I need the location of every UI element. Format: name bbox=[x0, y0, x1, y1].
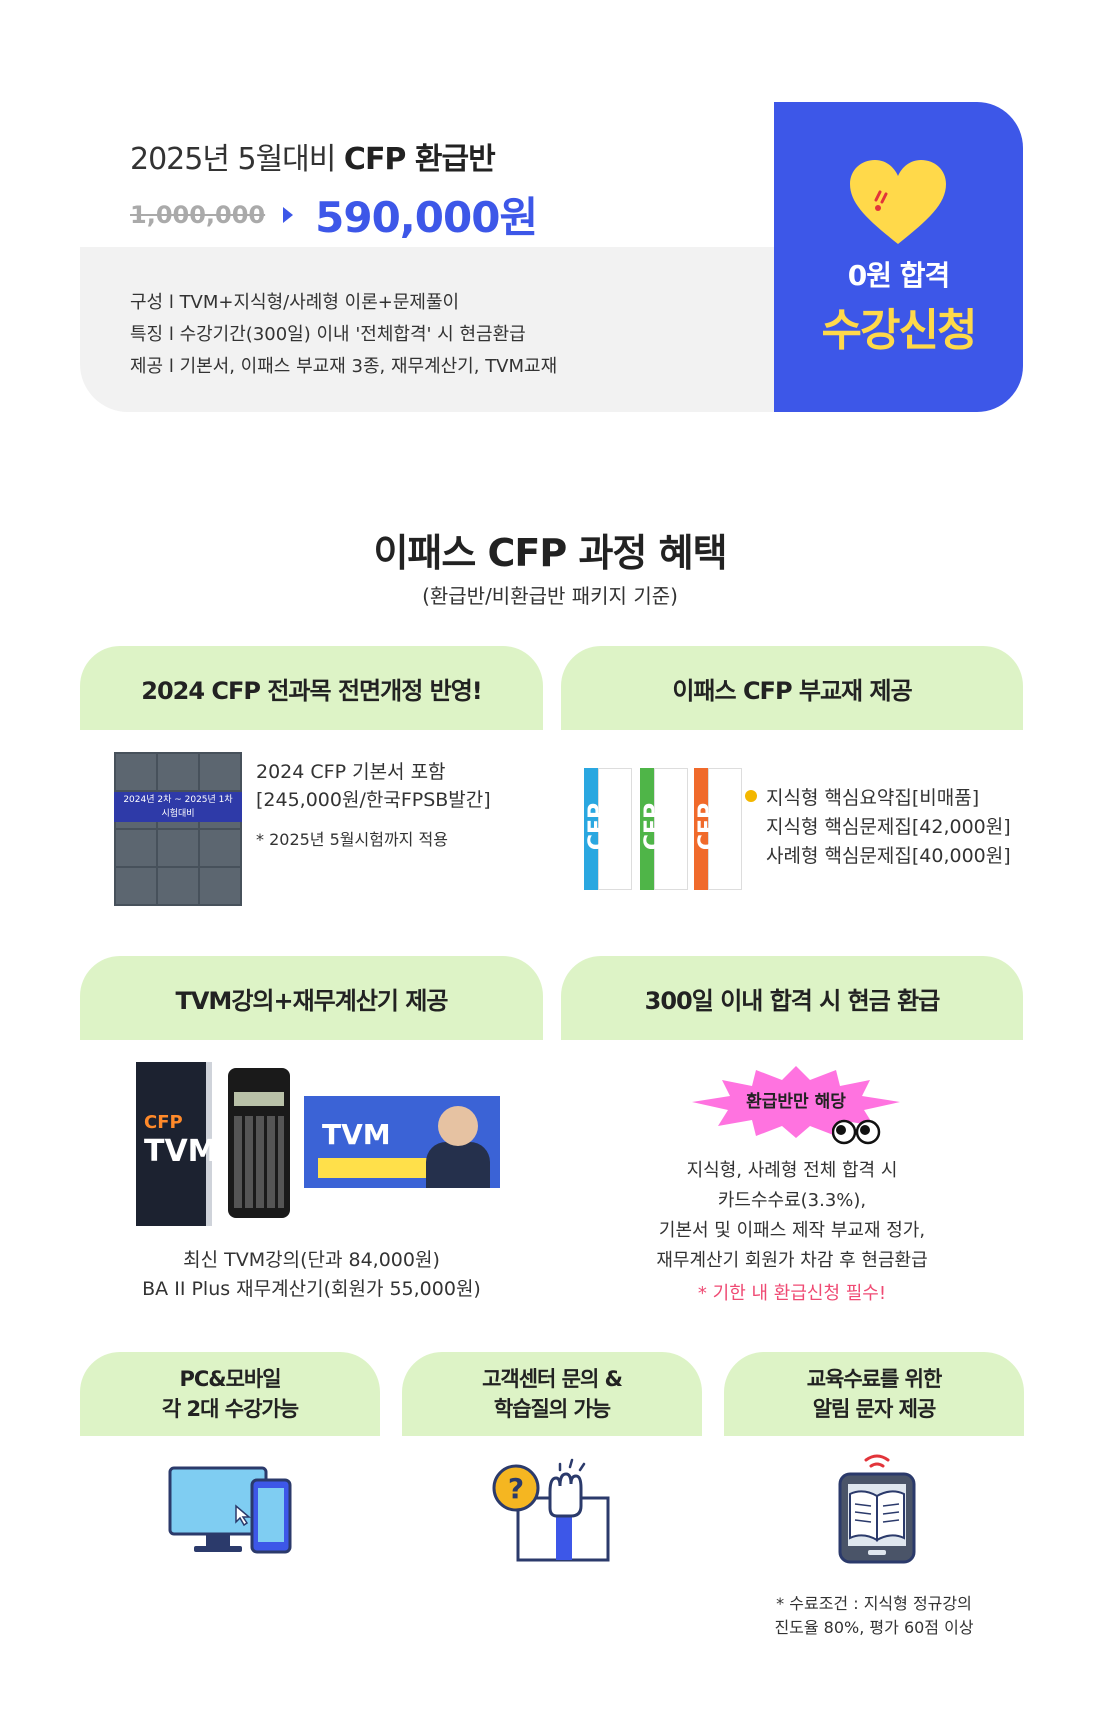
subbook-item: 사례형 핵심문제집[40,000원] bbox=[766, 845, 1011, 867]
benefit-tab-label: 2024 CFP 전과목 전면개정 반영! bbox=[141, 676, 482, 705]
benefit-4-line: 카드수수료(3.3%), bbox=[717, 1190, 867, 1211]
cta-line-2: 수강신청 bbox=[821, 305, 978, 356]
benefit-1-note: * 2025년 5월시험까지 적용 bbox=[256, 830, 448, 849]
bullet-dot-icon bbox=[745, 790, 757, 802]
detail-composition: 구성 l TVM+지식형/사례형 이론+문제풀이 bbox=[130, 292, 460, 313]
product-title: 2025년 5월대비 CFP 환급반 bbox=[130, 134, 496, 178]
benefit-4-text: 지식형, 사례형 전체 합격 시 카드수수료(3.3%), 기본서 및 이패스 … bbox=[561, 1156, 1023, 1276]
ebook-icon bbox=[838, 1454, 916, 1564]
product-title-bold: CFP 환급반 bbox=[343, 142, 496, 177]
benefit-tab-label: 교육수료를 위한 bbox=[806, 1367, 943, 1391]
monitor-mobile-icon bbox=[168, 1466, 292, 1554]
arrow-right-icon bbox=[283, 206, 294, 223]
completion-note-line1: * 수료조건 : 지식형 정규강의 bbox=[776, 1594, 972, 1613]
benefit-3-text: 최신 TVM강의(단과 84,000원) BA II Plus 재무계산기(회원… bbox=[80, 1246, 543, 1304]
textbook-band-line1: 2024년 2차 ~ 2025년 1차 bbox=[123, 795, 233, 805]
textbook-band: 2024년 2차 ~ 2025년 1차 시험대비 bbox=[114, 792, 242, 822]
completion-note: * 수료조건 : 지식형 정규강의 진도율 80%, 평가 60점 이상 bbox=[724, 1592, 1024, 1640]
eyes-icon bbox=[832, 1119, 881, 1145]
benefit-tab-label: 각 2대 수강가능 bbox=[161, 1397, 299, 1421]
detail-provided: 제공 l 기본서, 이패스 부교재 3종, 재무계산기, TVM교재 bbox=[130, 356, 558, 377]
burst-label: 환급반만 해당 bbox=[746, 1092, 846, 1112]
benefit-tab-notification: 교육수료를 위한 알림 문자 제공 bbox=[724, 1352, 1024, 1436]
benefit-tab-devices: PC&모바일 각 2대 수강가능 bbox=[80, 1352, 380, 1436]
question-hand-icon: ? bbox=[492, 1458, 610, 1562]
refund-note: * 기한 내 환급신청 필수! bbox=[697, 1283, 887, 1304]
cta-line-1: 0원 합격 bbox=[847, 259, 951, 292]
benefit-tab-label: 고객센터 문의 & bbox=[482, 1367, 623, 1391]
benefit-tab-label: 알림 문자 제공 bbox=[812, 1397, 937, 1421]
product-details-list: 구성 l TVM+지식형/사례형 이론+문제풀이 특징 l 수강기간(300일)… bbox=[130, 287, 557, 383]
calculator-image bbox=[228, 1068, 290, 1218]
product-card: 2025년 5월대비 CFP 환급반 1,000,000 590,000원 구성… bbox=[80, 102, 1023, 412]
textbook-image bbox=[114, 752, 242, 906]
heart-icon bbox=[850, 160, 946, 244]
detail-feature: 특징 l 수강기간(300일) 이내 '전체합격' 시 현금환급 bbox=[130, 324, 526, 345]
benefit-1-line1: 2024 CFP 기본서 포함 bbox=[256, 761, 446, 783]
subbook-green: CFP bbox=[640, 768, 688, 890]
enroll-button[interactable]: 0원 합격 수강신청 bbox=[774, 102, 1023, 412]
svg-text:?: ? bbox=[508, 1472, 524, 1505]
tvm-book-image: CFP TVM bbox=[136, 1062, 218, 1226]
price-row: 1,000,000 590,000원 bbox=[130, 184, 538, 245]
benefit-tab-label: 학습질의 가능 bbox=[493, 1397, 611, 1421]
section-title: 이패스 CFP 과정 혜택 bbox=[373, 531, 727, 575]
subbook-list: 지식형 핵심요약집[비매품] 지식형 핵심문제집[42,000원] 사례형 핵심… bbox=[766, 784, 1011, 871]
benefit-tab-support: 고객센터 문의 & 학습질의 가능 bbox=[402, 1352, 702, 1436]
benefit-3-line1: 최신 TVM강의(단과 84,000원) bbox=[183, 1249, 440, 1271]
product-title-prefix: 2025년 5월대비 bbox=[130, 142, 336, 177]
benefit-tab-refund: 300일 이내 합격 시 현금 환급 bbox=[561, 956, 1023, 1040]
benefit-tab-label: 300일 이내 합격 시 현금 환급 bbox=[644, 986, 941, 1015]
benefit-tab-label: TVM강의+재무계산기 제공 bbox=[175, 986, 448, 1015]
benefit-tab-subbooks: 이패스 CFP 부교재 제공 bbox=[561, 646, 1023, 730]
section-subtitle: (환급반/비환급반 패키지 기준) bbox=[422, 584, 678, 608]
product-header-area: 2025년 5월대비 CFP 환급반 1,000,000 590,000원 bbox=[80, 102, 775, 247]
benefit-4-line: 재무계산기 회원가 차감 후 현금환급 bbox=[656, 1250, 928, 1271]
textbook-band-line2: 시험대비 bbox=[161, 809, 195, 819]
benefit-3-line2: BA II Plus 재무계산기(회원가 55,000원) bbox=[142, 1278, 481, 1300]
completion-note-line2: 진도율 80%, 평가 60점 이상 bbox=[774, 1618, 974, 1637]
benefit-1-text: 2024 CFP 기본서 포함 [245,000원/한국FPSB발간] bbox=[256, 758, 491, 814]
subbook-item: 지식형 핵심문제집[42,000원] bbox=[766, 816, 1011, 838]
benefit-tab-revision: 2024 CFP 전과목 전면개정 반영! bbox=[80, 646, 543, 730]
benefit-tab-tvm: TVM강의+재무계산기 제공 bbox=[80, 956, 543, 1040]
benefit-1-line2: [245,000원/한국FPSB발간] bbox=[256, 789, 491, 811]
benefit-4-line: 기본서 및 이패스 제작 부교재 정가, bbox=[658, 1220, 926, 1241]
subbook-item: 지식형 핵심요약집[비매품] bbox=[766, 787, 980, 809]
burst-badge-icon bbox=[692, 1066, 900, 1138]
benefit-tab-label: PC&모바일 bbox=[179, 1367, 281, 1391]
subbook-orange: CFP bbox=[694, 768, 742, 890]
tvm-lecture-banner: TVM bbox=[304, 1096, 500, 1188]
benefit-4-line: 지식형, 사례형 전체 합격 시 bbox=[686, 1160, 898, 1181]
price-original: 1,000,000 bbox=[130, 200, 266, 229]
product-details-panel: 구성 l TVM+지식형/사례형 이론+문제풀이 특징 l 수강기간(300일)… bbox=[80, 247, 800, 412]
benefit-tab-label: 이패스 CFP 부교재 제공 bbox=[672, 676, 912, 705]
subbook-blue: CFP bbox=[584, 768, 632, 890]
price-sale: 590,000원 bbox=[315, 193, 538, 242]
